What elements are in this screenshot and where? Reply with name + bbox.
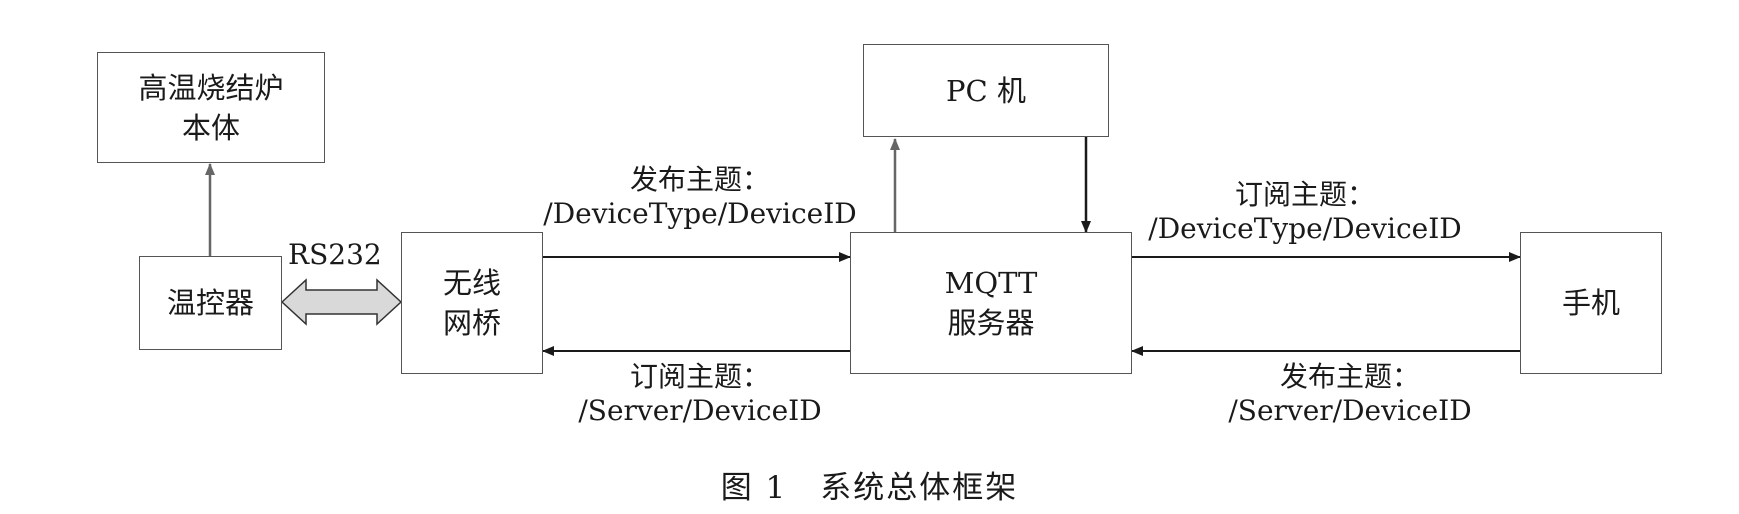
bridge-publish-label: 发布主题： /DeviceType/DeviceID — [543, 163, 857, 230]
bridge-subscribe-label: 订阅主题： /Server/DeviceID — [578, 360, 822, 427]
furnace-node: 高温烧结炉本体 — [97, 52, 325, 163]
controller-node: 温控器 — [139, 256, 282, 350]
phone-subscribe-label: 订阅主题： /DeviceType/DeviceID — [1148, 178, 1462, 245]
rs232-double-arrow — [280, 278, 403, 326]
bridge-node: 无线网桥 — [401, 232, 543, 374]
rs232-label: RS232 — [288, 238, 382, 271]
phone-node: 手机 — [1520, 232, 1662, 374]
pc-node: PC 机 — [863, 44, 1109, 137]
figure-caption: 图 1 系统总体框架 — [720, 470, 1019, 506]
phone-publish-label: 发布主题： /Server/DeviceID — [1228, 360, 1472, 427]
